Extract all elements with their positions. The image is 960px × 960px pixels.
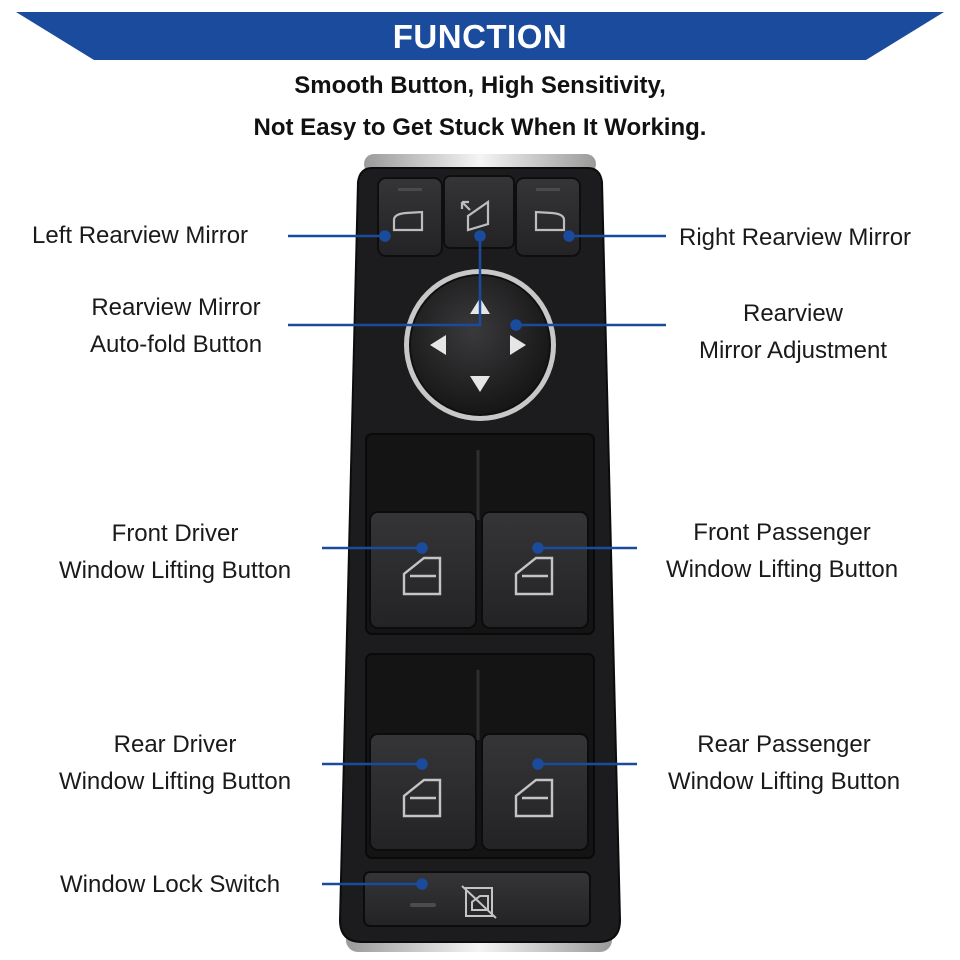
callout-dot: [379, 230, 391, 242]
arrow-down-icon: [470, 376, 490, 392]
callout-dot: [416, 542, 428, 554]
label-autofold: Rearview Mirror Auto-fold Button: [78, 289, 274, 363]
label-front-driver-line-1: Front Driver: [111, 520, 239, 547]
window-icon: [514, 778, 554, 818]
label-right-mirror: Right Rearview Mirror: [679, 224, 912, 251]
callout-dot: [532, 758, 544, 770]
window-icon: [402, 778, 442, 818]
callout-dot: [532, 542, 544, 554]
callout-dot: [416, 878, 428, 890]
callout-dot: [416, 758, 428, 770]
mirror-left-icon: [392, 210, 424, 232]
label-left-mirror: Left Rearview Mirror: [32, 222, 249, 249]
callout-dot: [474, 230, 486, 242]
label-adjust-line-2: Mirror Adjustment: [698, 337, 888, 364]
front-driver-window-button[interactable]: [369, 511, 477, 629]
label-front-driver-line-2: Window Lifting Button: [58, 557, 292, 584]
label-rear-passenger-line-1: Rear Passenger: [697, 731, 871, 758]
subtitle-line-1: Smooth Button, High Sensitivity,: [294, 72, 666, 99]
callout-dot: [563, 230, 575, 242]
banner-title: FUNCTION: [392, 18, 568, 55]
front-passenger-window-button[interactable]: [481, 511, 589, 629]
label-front-passenger: Front Passenger Window Lifting Button: [650, 514, 914, 588]
subtitle-line-2: Not Easy to Get Stuck When It Working.: [253, 114, 707, 141]
arrow-left-icon: [430, 335, 446, 355]
label-front-passenger-line-1: Front Passenger: [693, 519, 871, 546]
label-autofold-line-2: Auto-fold Button: [89, 331, 263, 358]
label-autofold-line-1: Rearview Mirror: [91, 294, 261, 321]
left-mirror-indicator: [398, 188, 422, 191]
label-front-driver: Front Driver Window Lifting Button: [44, 515, 306, 589]
label-adjust: Rearview Mirror Adjustment: [682, 295, 904, 369]
lock-indicator: [410, 903, 436, 907]
callout-line-autofold: [288, 236, 482, 327]
window-lock-icon: [461, 885, 497, 919]
banner: [16, 12, 944, 60]
label-rear-driver: Rear Driver Window Lifting Button: [44, 726, 306, 800]
label-front-passenger-line-2: Window Lifting Button: [665, 556, 899, 583]
label-rear-passenger-line-2: Window Lifting Button: [667, 768, 901, 795]
label-rear-passenger: Rear Passenger Window Lifting Button: [652, 726, 916, 800]
mirror-right-icon: [534, 210, 566, 232]
left-mirror-button[interactable]: [377, 177, 443, 257]
mirror-fold-icon: [460, 199, 490, 232]
window-icon: [514, 556, 554, 596]
label-rear-driver-line-2: Window Lifting Button: [58, 768, 292, 795]
label-adjust-line-1: Rearview: [742, 300, 844, 327]
callout-dot: [510, 319, 522, 331]
label-rear-driver-line-1: Rear Driver: [113, 731, 237, 758]
rear-driver-window-button[interactable]: [369, 733, 477, 851]
right-mirror-indicator: [536, 188, 560, 191]
arrow-right-icon: [510, 335, 526, 355]
window-icon: [402, 556, 442, 596]
rear-passenger-window-button[interactable]: [481, 733, 589, 851]
label-lock-switch: Window Lock Switch: [60, 871, 281, 898]
